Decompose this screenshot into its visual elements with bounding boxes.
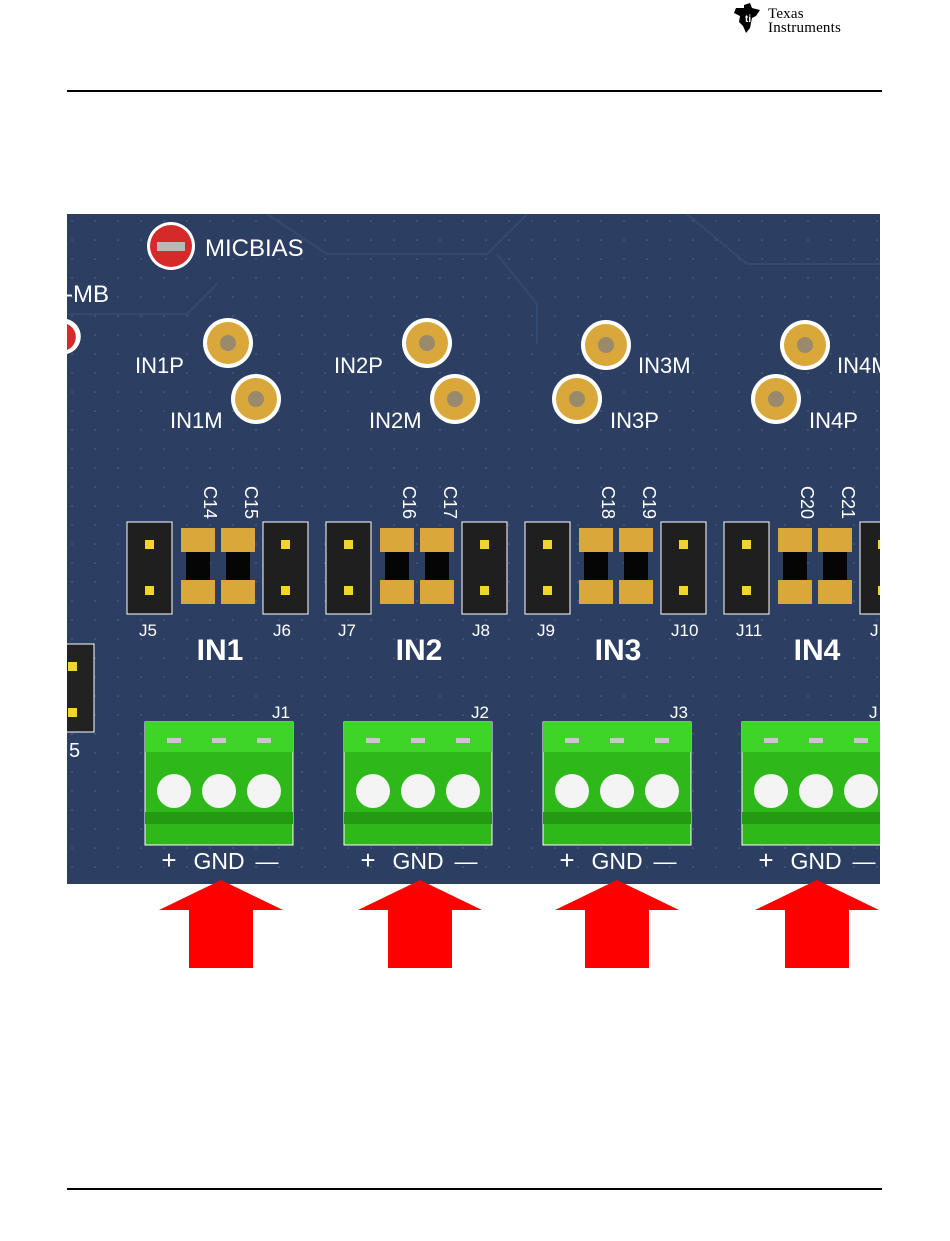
terminal-label: J1 [272,703,290,722]
pad-lower-label: IN4P [809,408,858,433]
channel-name: IN4 [794,634,841,667]
terminal-block [145,722,293,845]
ti-logo-icon: ti [730,2,766,36]
jumper-right-label: J8 [472,621,490,640]
terminal-gnd-label: GND [193,848,244,874]
partial-jumper-label: 5 [69,740,80,762]
capacitor-label: C15 [241,486,261,519]
jumper-left [127,522,172,614]
jumper-right-label: J10 [671,621,698,640]
jumper-right-label: J [870,621,879,640]
capacitor [778,528,812,604]
capacitor [420,528,454,604]
terminal-block [742,722,880,845]
jumper-right [462,522,507,614]
red-arrow-3 [555,880,679,968]
capacitor-label: C17 [440,486,460,519]
terminal-gnd-label: GND [790,848,841,874]
terminal-plus-label: + [758,845,773,875]
pad-upper-label: IN3M [638,353,691,378]
pad-upper-label: IN2P [334,353,383,378]
channel-name: IN3 [595,634,642,667]
jumper-left-label: J7 [338,621,356,640]
pad-lower-label: IN1M [170,408,223,433]
pad-upper-label: IN4M [837,353,880,378]
mb-label: -MB [67,281,109,308]
jumper-right [661,522,706,614]
pad-lower-label: IN3P [610,408,659,433]
capacitor-label: C21 [838,486,858,519]
red-arrow-2 [358,880,482,968]
channel-name: IN1 [197,634,244,667]
jumper-left [724,522,769,614]
jumper-right [263,522,308,614]
capacitor [380,528,414,604]
capacitor [619,528,653,604]
terminal-label: J3 [670,703,688,722]
svg-text:ti: ti [745,14,751,25]
capacitor [181,528,215,604]
arrow-row [0,880,950,980]
terminal-label: J [869,703,878,722]
micbias-testpoint [147,222,195,270]
jumper-left [326,522,371,614]
terminal-minus-label: — [455,848,478,874]
jumper-left-label: J5 [139,621,157,640]
terminal-block [344,722,492,845]
terminal-gnd-label: GND [392,848,443,874]
terminal-plus-label: + [161,845,176,875]
terminal-minus-label: — [853,848,876,874]
capacitor [221,528,255,604]
terminal-minus-label: — [654,848,677,874]
terminal-block [543,722,691,845]
micbias-label: MICBIAS [205,235,304,262]
jumper-left-label: J11 [736,621,762,640]
terminal-gnd-label: GND [591,848,642,874]
partial-jumper [67,644,94,732]
capacitor-label: C14 [200,486,220,519]
pad-upper-label: IN1P [135,353,184,378]
capacitor-label: C16 [399,486,419,519]
terminal-plus-label: + [559,845,574,875]
ti-logo: ti Texas Instruments [730,0,882,40]
jumper-right [860,522,880,614]
capacitor [818,528,852,604]
red-arrow-4 [755,880,879,968]
capacitor-label: C20 [797,486,817,519]
red-arrow-1 [159,880,283,968]
jumper-right-label: J6 [273,621,291,640]
header-rule [67,90,882,92]
capacitor-label: C18 [598,486,618,519]
footer-rule [67,1188,882,1190]
capacitor [579,528,613,604]
terminal-minus-label: — [256,848,279,874]
jumper-left [525,522,570,614]
capacitor-label: C19 [639,486,659,519]
jumper-left-label: J9 [537,621,555,640]
pad-lower-label: IN2M [369,408,422,433]
terminal-label: J2 [471,703,489,722]
terminal-plus-label: + [360,845,375,875]
brand-line-2: Instruments [768,20,841,37]
page-header: ti Texas Instruments [0,0,950,96]
channel-name: IN2 [396,634,443,667]
